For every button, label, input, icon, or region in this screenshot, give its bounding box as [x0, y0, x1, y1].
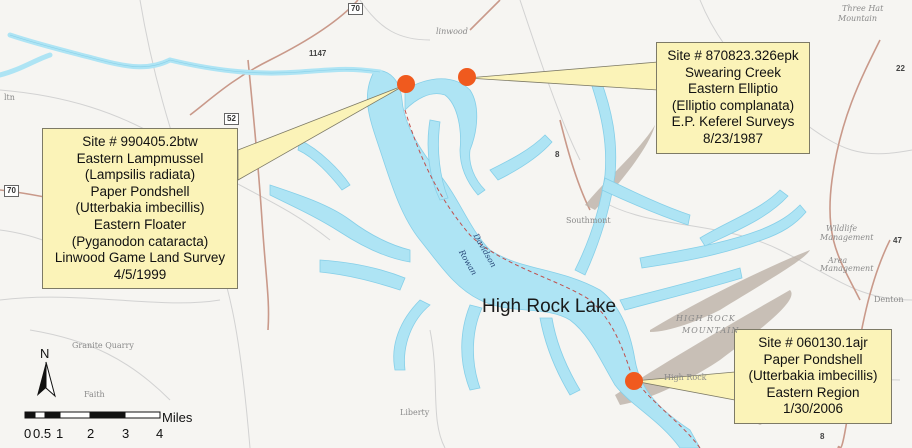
callout-line: (Lampsilis radiata)	[84, 167, 196, 183]
route-1147: 1147	[309, 49, 327, 58]
lake-label: High Rock Lake	[482, 296, 617, 317]
callout-line: Site # 060130.1ajr	[758, 335, 868, 350]
site-markers	[397, 68, 643, 390]
wildlife-area-3: Area	[828, 256, 848, 265]
north-arrow-icon	[37, 361, 56, 398]
town-linwood: linwood	[436, 27, 468, 36]
callout-line: Eastern Region	[766, 384, 860, 400]
wildlife-area-2: Management	[820, 233, 874, 242]
town-high-rock: High Rock	[664, 373, 707, 382]
route-47: 47	[893, 236, 902, 245]
north-arrow-label: N	[40, 346, 50, 361]
scale-bar	[24, 411, 161, 419]
town-southmont: Southmont	[566, 216, 611, 225]
road-shield-70-top: 70	[348, 3, 363, 15]
site-marker-060130[interactable]	[625, 372, 643, 390]
callout-line: (Utterbakia imbecillis)	[748, 368, 878, 384]
route-8: 8	[555, 150, 560, 159]
town-high-rock-mountain-2: MOUNTAIN	[682, 326, 740, 335]
town-high-rock-mountain: HIGH ROCK	[676, 314, 736, 323]
callout-line: (Utterbakia imbecillis)	[75, 200, 205, 216]
callout-line: Eastern Elliptio	[687, 81, 779, 97]
scale-tick-0: 0	[24, 426, 32, 441]
site-marker-870823[interactable]	[458, 68, 476, 86]
callout-line: Site # 990405.2btw	[82, 134, 198, 149]
town-faith: Faith	[84, 390, 105, 399]
town-three-hat-2: Mountain	[838, 14, 878, 23]
county-boundary	[404, 109, 701, 448]
road-shield-52: 52	[224, 113, 239, 125]
scale-tick-2: 2	[87, 426, 95, 441]
road-shield-70-left: 70	[4, 185, 19, 197]
scale-tick-0-5: 0.5	[33, 426, 52, 441]
callout-site-060130: Site # 060130.1ajr Paper Pondshell (Utte…	[734, 329, 892, 424]
callout-line: 8/23/1987	[702, 130, 764, 146]
site-marker-990405[interactable]	[397, 75, 415, 93]
callout-line: Paper Pondshell	[90, 183, 190, 199]
callout-line: Eastern Floater	[93, 216, 187, 232]
callout-line: Swearing Creek	[684, 64, 782, 80]
callout-site-870823: Site # 870823.326epk Swearing Creek East…	[656, 42, 810, 154]
town-three-hat: Three Hat	[842, 4, 884, 13]
scale-tick-1: 1	[56, 426, 64, 441]
town-granite-quarry: Granite Quarry	[72, 341, 134, 350]
callout-line: 4/5/1999	[113, 266, 167, 282]
callout-line: (Pyganodon cataracta)	[71, 233, 209, 249]
town-denton: Denton	[874, 295, 904, 304]
route-22: 22	[896, 64, 905, 73]
wildlife-area-4: Management	[820, 264, 874, 273]
river-outline	[9, 34, 381, 74]
scale-tick-4: 4	[156, 426, 164, 441]
callout-line: E.P. Keferel Surveys	[671, 114, 795, 130]
callout-line: Eastern Lampmussel	[76, 150, 204, 166]
callout-site-990405: Site # 990405.2btw Eastern Lampmussel (L…	[42, 128, 238, 290]
route-8-bottom: 8	[820, 432, 825, 441]
town-liberty: Liberty	[400, 408, 430, 417]
town-ltn: ltn	[4, 93, 15, 102]
scale-tick-3: 3	[122, 426, 130, 441]
callout-line: 1/30/2006	[782, 401, 844, 417]
scale-unit-label: Miles	[162, 410, 193, 425]
lake-water	[269, 69, 807, 448]
wildlife-area-1: Wildlife	[826, 224, 858, 233]
callout-line: Paper Pondshell	[763, 351, 863, 367]
callout-line: (Elliptio complanata)	[671, 97, 795, 113]
callout-line: Linwood Game Land Survey	[54, 250, 226, 266]
callout-line: Site # 870823.326epk	[667, 48, 799, 63]
